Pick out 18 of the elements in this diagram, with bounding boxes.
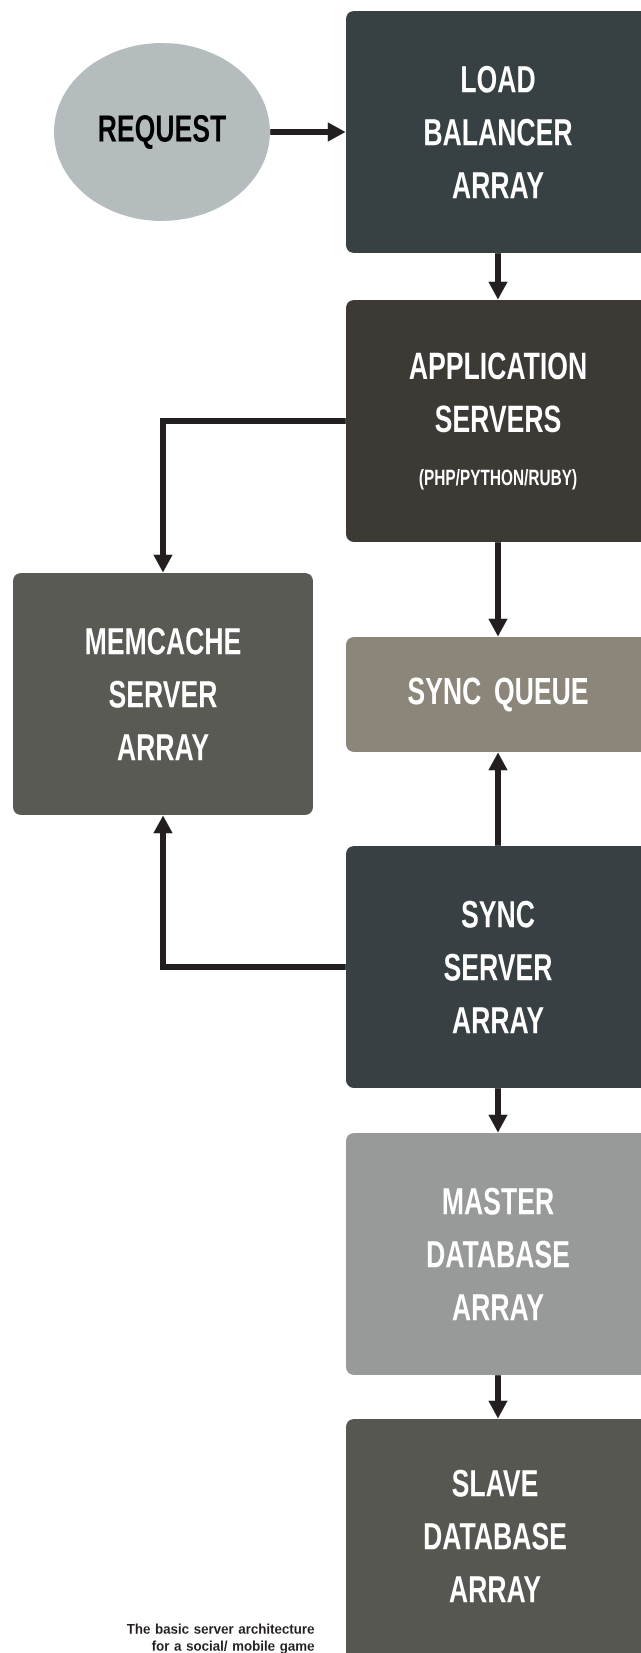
node-label: REQUEST (99, 115, 226, 150)
process-box (346, 637, 641, 752)
request-ellipse (54, 43, 270, 221)
process-box (346, 1133, 641, 1375)
process-box (346, 300, 641, 542)
node-label: SYNC SERVER ARRAY (444, 900, 552, 1034)
process-box (346, 846, 641, 1088)
process-box (346, 11, 641, 253)
node-label: LOAD BALANCER ARRAY (425, 65, 573, 199)
caption: The basic server architecture for a social/ mobile game (126, 1623, 314, 1653)
node-label: MASTER DATABASE ARRAY (427, 1187, 569, 1321)
process-box (346, 1419, 641, 1653)
node-label: SYNC QUEUE (408, 677, 588, 712)
node-label: APPLICATION SERVERS (409, 352, 586, 433)
node-label: (PHP/PYTHON/RUBY) (419, 469, 577, 490)
process-box (13, 573, 313, 815)
node-label: MEMCACHE SERVER ARRAY (86, 627, 241, 761)
node-label: SLAVE DATABASE ARRAY (424, 1469, 566, 1603)
